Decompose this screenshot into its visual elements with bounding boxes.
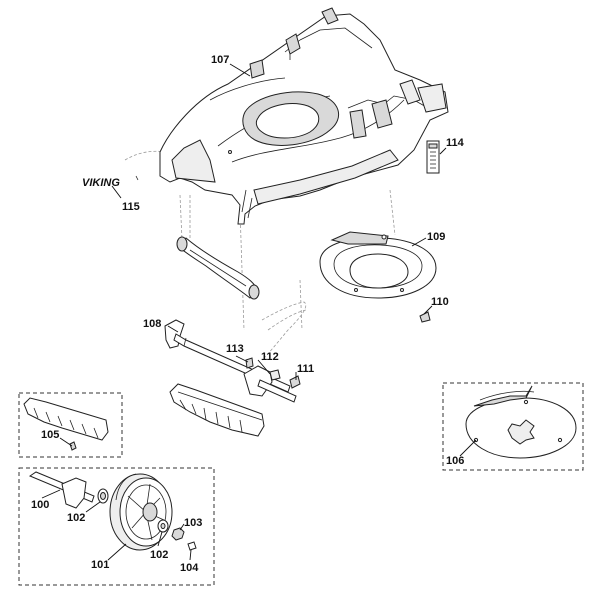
- callout-114: 114: [446, 137, 465, 149]
- callout-110: 110: [431, 296, 449, 308]
- part-113-pin: [245, 357, 254, 369]
- callout-107: 107: [211, 54, 229, 66]
- part-112-washer: [269, 369, 281, 381]
- part-107-deck-housing: [159, 7, 449, 225]
- callout-102-bushing: 102: [67, 512, 85, 524]
- part-102-bushing: [97, 488, 109, 504]
- part-104-screw: [187, 541, 197, 551]
- part-109-baffle-ring: [319, 231, 437, 299]
- part-115-logo-decal: VIKING: [82, 175, 139, 189]
- wheel-assembly-box: [18, 467, 215, 586]
- callout-labels: 107 115 114 109 110 108 113 112 111 105 …: [31, 54, 465, 574]
- part-103-nut: [171, 527, 185, 541]
- callout-100: 100: [31, 499, 49, 511]
- callout-106: 106: [446, 455, 464, 467]
- callout-112: 112: [261, 351, 279, 363]
- leader-lines: [41, 63, 477, 561]
- flexible-cover-outline: [261, 301, 307, 361]
- part-101-wheel: [109, 473, 173, 551]
- part-106-mulch-plate-box: [442, 382, 584, 471]
- part-102-hub: [157, 519, 169, 533]
- callout-115: 115: [122, 201, 140, 213]
- viking-logo: VIKING: [82, 177, 120, 189]
- rear-flap-lower: [169, 383, 265, 437]
- callout-101: 101: [91, 559, 109, 571]
- part-100-front-axle: [28, 471, 95, 509]
- callout-105: 105: [41, 429, 59, 441]
- callout-113: 113: [226, 343, 244, 355]
- callout-104: 104: [180, 562, 199, 574]
- callout-103: 103: [184, 517, 202, 529]
- small-hardware: [245, 357, 301, 389]
- callout-109: 109: [427, 231, 445, 243]
- part-105-kit-box: [18, 392, 123, 458]
- callout-102-hub: 102: [150, 549, 168, 561]
- part-111-bolt: [289, 375, 301, 389]
- rear-flap-upper: [176, 236, 260, 300]
- part-108-rear-axle: [164, 319, 297, 403]
- callout-111: 111: [297, 363, 314, 375]
- part-110-screw: [419, 311, 431, 323]
- part-114-label: [426, 140, 440, 174]
- callout-108: 108: [143, 318, 161, 330]
